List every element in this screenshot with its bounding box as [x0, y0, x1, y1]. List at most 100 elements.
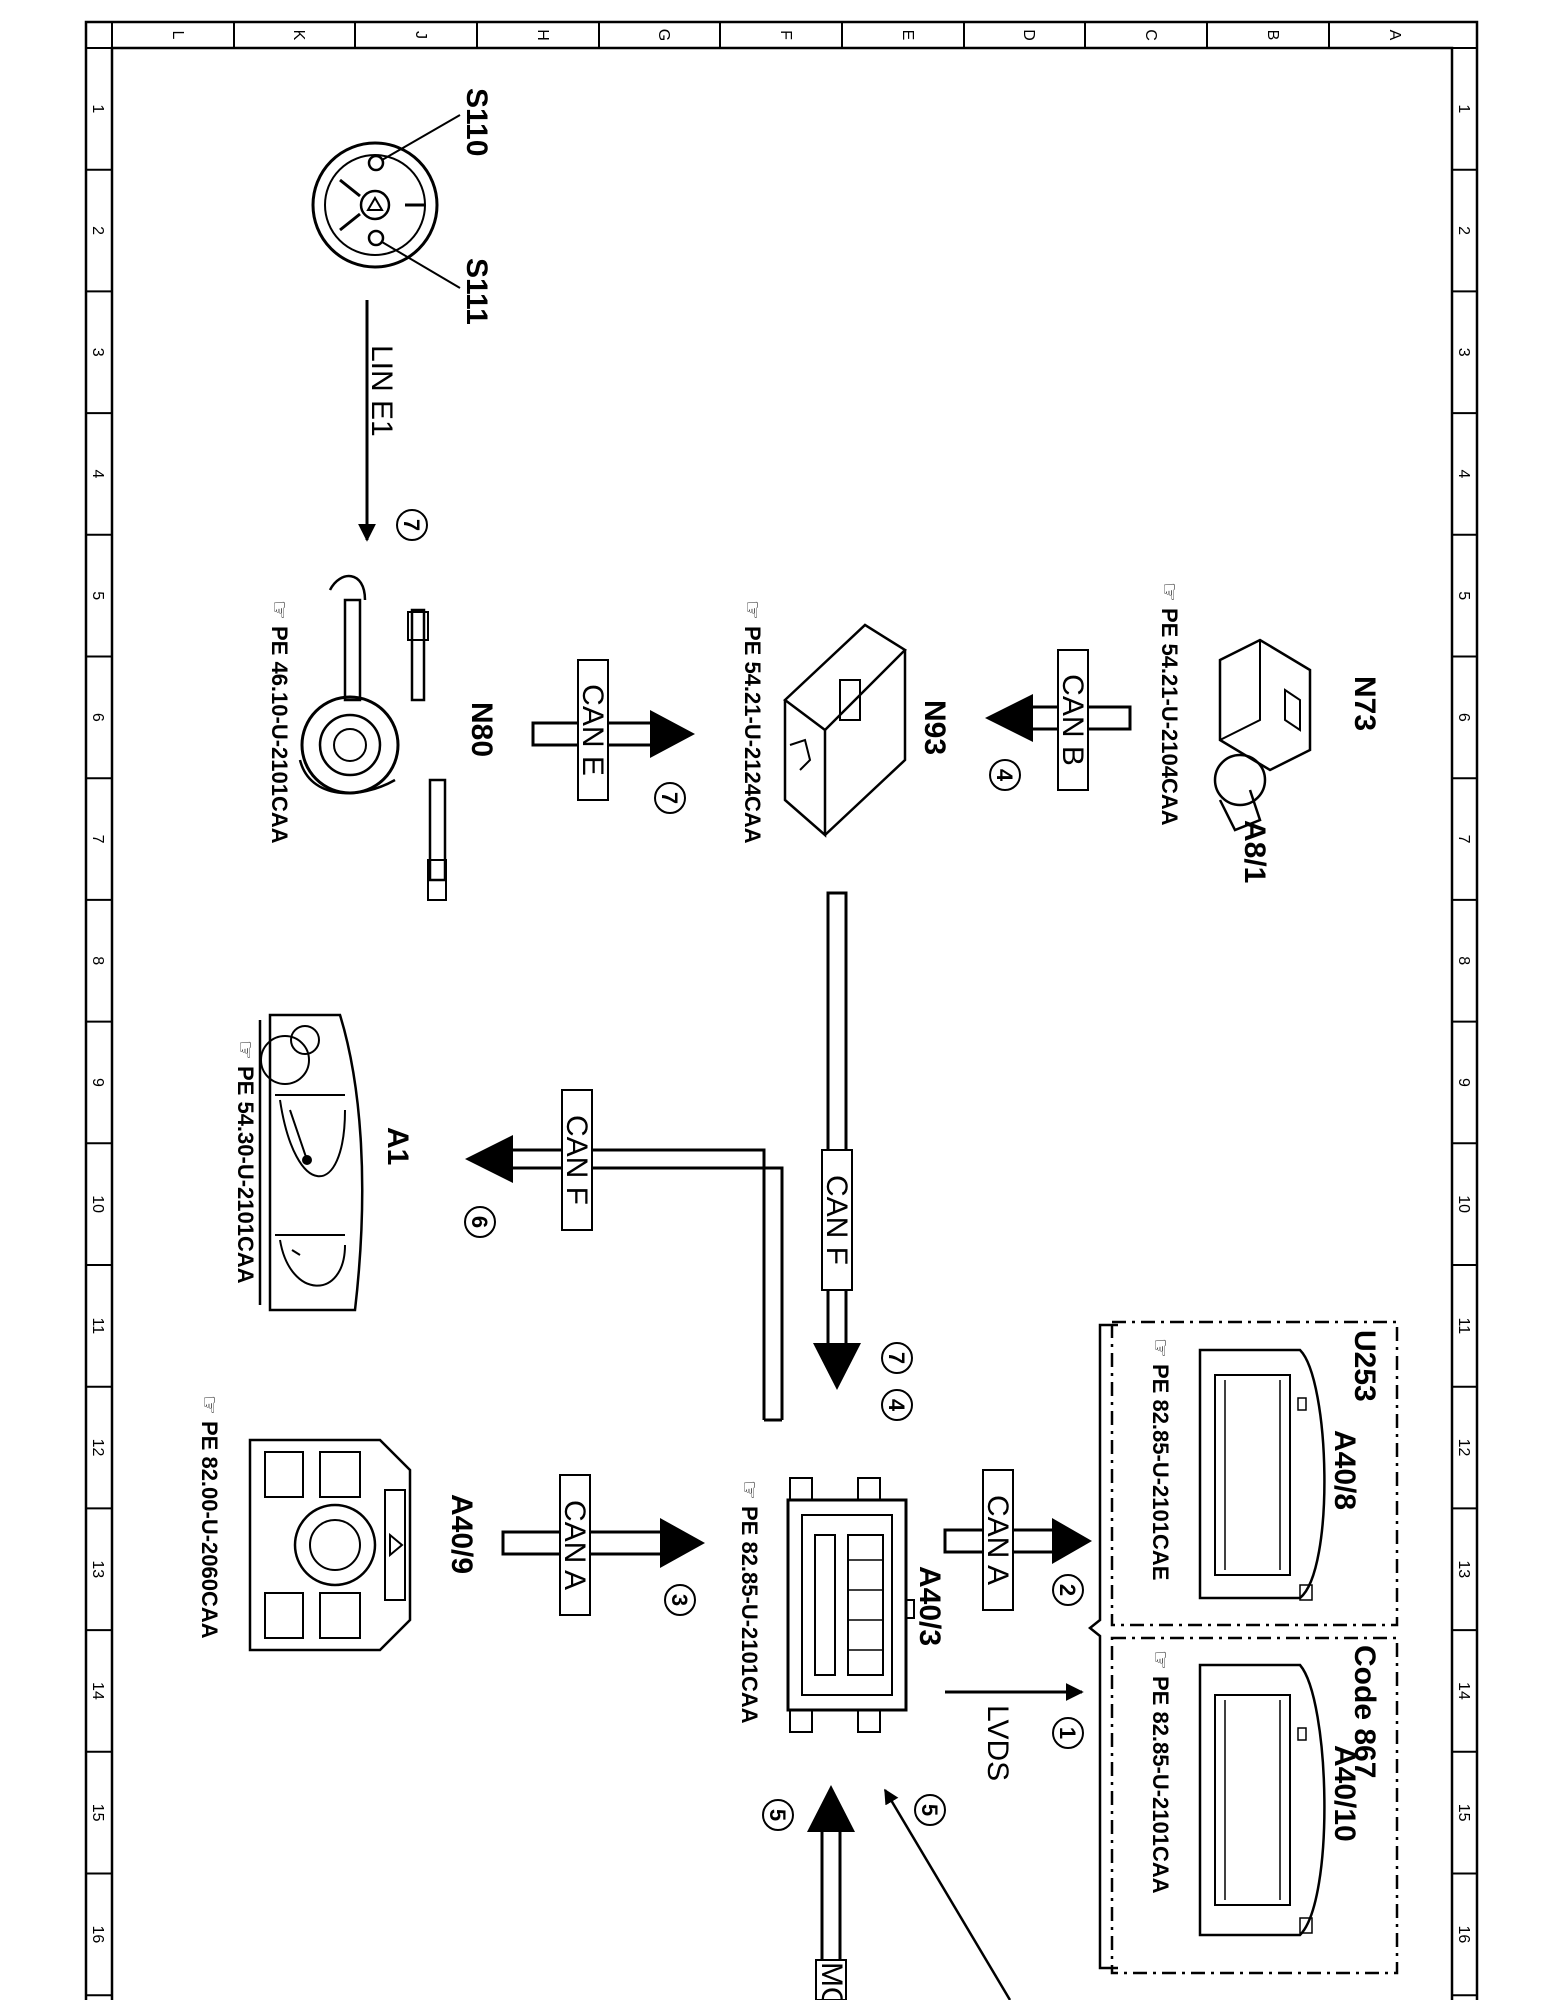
ignition-switch-icon [1213, 638, 1312, 832]
col-letter: F [777, 30, 794, 40]
step-lvds: 1 [1055, 1727, 1080, 1739]
row-number: 15 [1455, 1804, 1472, 1822]
a40-3-label: A40/3 [913, 1566, 946, 1646]
step-a1: 6 [467, 1216, 492, 1228]
n73-ref-icon: ☞ [1157, 582, 1182, 602]
row-number: 1 [89, 104, 106, 113]
a40-10-label: A40/10 [1328, 1745, 1361, 1842]
col-letter: J [412, 31, 429, 39]
a40-10-ref: PE 82.85-U-2101CAA [1148, 1676, 1173, 1894]
u253-label: U253 [1348, 1330, 1381, 1402]
s110-label: S110 [460, 88, 493, 156]
a1-ref-icon: ☞ [233, 1040, 258, 1060]
a40-8-label: A40/8 [1328, 1430, 1361, 1510]
row-number: 2 [89, 226, 106, 235]
row-number: 16 [89, 1925, 106, 1943]
row-number: 3 [1455, 348, 1472, 357]
a40-9-ref: PE 82.00-U-2060CAA [197, 1421, 222, 1639]
can-f-main-label: CAN F [820, 1175, 853, 1265]
row-number: 8 [1455, 956, 1472, 965]
row-number: 4 [1455, 469, 1472, 478]
row-number: 10 [89, 1195, 106, 1213]
a1-label: A1 [381, 1127, 414, 1165]
col-letter: G [655, 29, 672, 41]
col-letter: D [1020, 29, 1037, 41]
col-letter: H [534, 29, 551, 41]
code867-display-box [1110, 1636, 1399, 1975]
can-a-in-arrow [501, 1518, 705, 1568]
n93-label: N93 [918, 700, 951, 755]
row-number: 12 [89, 1439, 106, 1457]
can-a-out-label: CAN A [981, 1495, 1014, 1585]
row-number: 13 [89, 1560, 106, 1578]
row-number: 13 [1455, 1560, 1472, 1578]
n80-ref: PE 46.10-U-2101CAA [267, 626, 292, 844]
a40-10-ref-icon: ☞ [1148, 1650, 1173, 1670]
a40-3-head-unit-icon [786, 1477, 915, 1733]
steering-wheel-icon [311, 114, 461, 289]
row-number: 7 [89, 835, 106, 844]
row-number: 14 [1455, 1682, 1472, 1700]
row-number: 11 [89, 1318, 106, 1335]
step-can-a-in: 3 [667, 1594, 692, 1606]
row-number: 1 [1455, 104, 1472, 113]
step-can-f-a: 7 [884, 1352, 909, 1364]
code867-label: Code 867 [1348, 1645, 1381, 1778]
n93-module-icon [783, 623, 907, 838]
n93-ref: PE 54.21-U-2124CAA [740, 626, 765, 844]
row-number: 6 [1455, 713, 1472, 722]
step-five-right: 5 [917, 1804, 942, 1816]
a40-8-ref-icon: ☞ [1148, 1338, 1173, 1358]
row-number: 9 [1455, 1078, 1472, 1087]
s111-label: S111 [460, 258, 493, 325]
row-number: 10 [1455, 1195, 1472, 1213]
row-number: 3 [89, 348, 106, 357]
n93-ref-icon: ☞ [740, 600, 765, 620]
a40-9-label: A40/9 [445, 1494, 478, 1574]
a40-3-ref-icon: ☞ [737, 1480, 762, 1500]
row-number: 14 [89, 1682, 106, 1700]
a40-9-control-panel-icon [248, 1438, 412, 1652]
col-letter: K [290, 30, 307, 41]
a1-ref: PE 54.30-U-2101CAA [233, 1066, 258, 1284]
a40-3-ref: PE 82.85-U-2101CAA [737, 1506, 762, 1724]
step-can-e: 7 [657, 792, 682, 804]
col-letter: E [899, 30, 916, 41]
n80-ref-icon: ☞ [267, 600, 292, 620]
row-number: 5 [89, 591, 106, 600]
row-number: 11 [1455, 1318, 1472, 1335]
step-can-b: 4 [992, 769, 1017, 782]
can-f-a1-bus [513, 1148, 784, 1420]
diagonal-line [883, 1788, 1012, 2000]
row-number: 6 [89, 713, 106, 722]
column-letters: L K J H G F E D C B A [169, 29, 1403, 41]
row-number: 15 [89, 1804, 106, 1822]
row-number: 12 [1455, 1439, 1472, 1457]
col-letter: L [169, 31, 186, 40]
a40-9-ref-icon: ☞ [197, 1395, 222, 1415]
row-number: 5 [1455, 591, 1472, 600]
n73-ref: PE 54.21-U-2104CAA [1157, 608, 1182, 826]
can-b-label: CAN B [1056, 674, 1089, 766]
drawing-frame [84, 20, 1479, 2000]
instrument-cluster-icon [258, 1013, 364, 1312]
row-number: 9 [89, 1078, 106, 1087]
row-number: 4 [89, 469, 106, 478]
a40-8-ref: PE 82.85-U-2101CAE [1148, 1364, 1173, 1580]
can-f-a1-label: CAN F [560, 1115, 593, 1205]
row-number: 8 [89, 956, 106, 965]
steering-column-switch-icon [298, 574, 447, 901]
step-can-a-out: 2 [1055, 1584, 1080, 1596]
lin-e1-label: LIN E1 [365, 345, 398, 437]
most-bus-arrow [807, 1785, 855, 2000]
can-a-out-arrow [943, 1518, 1092, 1564]
lvds-label: LVDS [981, 1705, 1014, 1781]
step-can-f-b: 4 [884, 1399, 909, 1412]
can-e-arrow [531, 710, 695, 758]
row-number: 2 [1455, 226, 1472, 235]
col-letter: B [1264, 30, 1281, 41]
row-number: 7 [1455, 835, 1472, 844]
step-five-left: 5 [765, 1809, 790, 1821]
